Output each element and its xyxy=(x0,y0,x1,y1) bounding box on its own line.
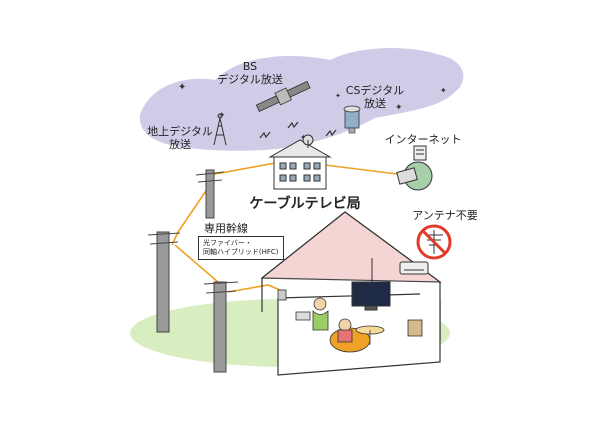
terrestrial-sub-label: 放送 xyxy=(169,138,191,151)
terrestrial-tower-icon xyxy=(213,113,227,146)
svg-text:✦: ✦ xyxy=(335,92,341,100)
svg-text:✦: ✦ xyxy=(440,86,447,95)
fiber-label-box: 光ファイバー・ 同軸ハイブリッド(HFC) xyxy=(198,236,284,260)
bs-label: BS xyxy=(242,60,258,73)
air-conditioner-icon xyxy=(399,261,429,275)
cs-label: CSデジタル xyxy=(345,84,405,97)
utility-pole-top-icon xyxy=(195,169,225,219)
station-label: ケーブルテレビ局 xyxy=(249,196,361,212)
bs-satellite-icon xyxy=(255,80,311,112)
cs-satellite-icon xyxy=(343,105,361,134)
internet-label: インターネット xyxy=(384,133,462,146)
cable-station-building-icon xyxy=(268,134,332,190)
people-icon xyxy=(312,297,371,353)
trunk-label: 専用幹線 xyxy=(204,222,248,235)
fiber-label-line1: 光ファイバー・ xyxy=(203,239,252,247)
tv-icon xyxy=(351,258,391,311)
sky-cloud xyxy=(139,48,464,151)
terrestrial-label: 地上デジタル xyxy=(147,125,213,138)
signal-icons xyxy=(259,121,337,139)
internet-globe-icon xyxy=(396,145,433,191)
utility-pole-left-icon xyxy=(147,231,181,333)
fiber-label-line2: 同軸ハイブリッド(HFC) xyxy=(203,248,279,256)
no-antenna-label: アンテナ不要 xyxy=(412,209,478,222)
cs-sub-label: 放送 xyxy=(364,97,386,110)
bs-sub-label: デジタル放送 xyxy=(217,73,283,86)
set-top-box-icon xyxy=(277,289,311,321)
furniture-icon xyxy=(355,319,423,345)
svg-text:✦: ✦ xyxy=(178,82,186,93)
svg-text:✦: ✦ xyxy=(395,103,403,113)
no-antenna-icon xyxy=(416,224,452,260)
utility-pole-front-icon xyxy=(203,281,239,373)
